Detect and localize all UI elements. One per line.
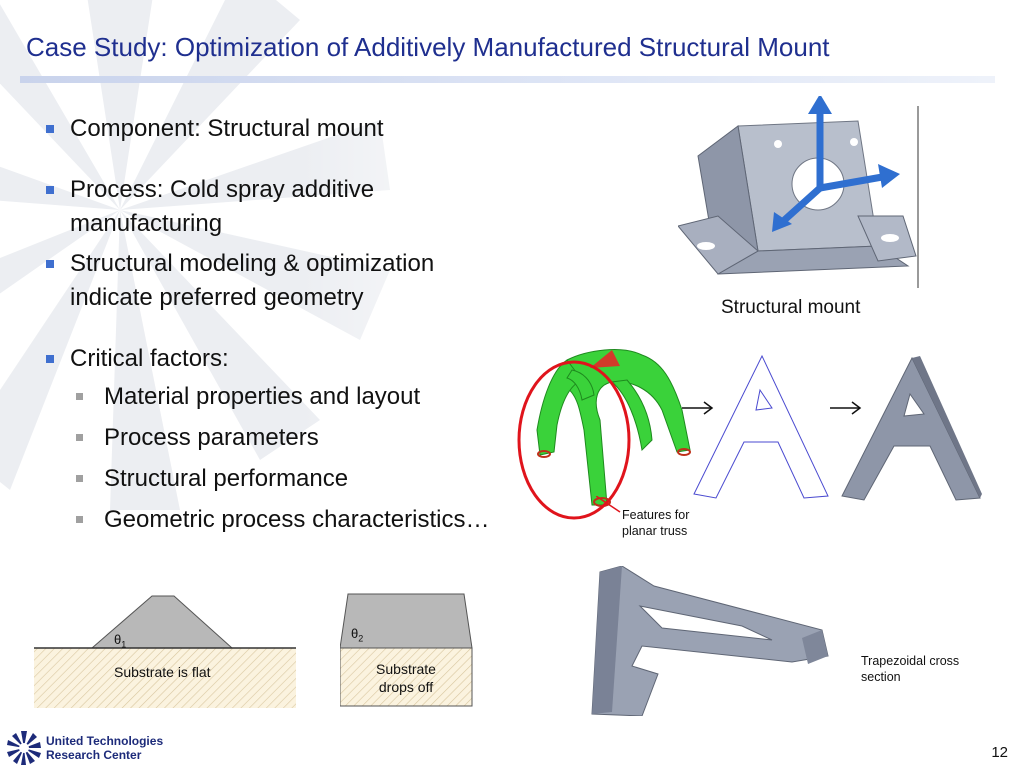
flat-label: Substrate is flat [114, 664, 211, 680]
sub-bullet-list: Material properties and layout Process p… [46, 380, 516, 537]
bullet-component: Component: Structural mount [46, 112, 516, 146]
theta1-subscript: 1 [121, 639, 127, 650]
trapezoidal-part-image [591, 566, 829, 716]
theta2-label: θ2 [351, 626, 363, 644]
truss-caption: Features for planar truss [622, 508, 690, 538]
arrow-right-icon-2 [830, 401, 862, 415]
callout-line [596, 496, 621, 513]
sub-bullet-geometric: Geometric process characteristics… [74, 503, 516, 537]
sub-bullet-structural-performance: Structural performance [74, 462, 516, 496]
trapezoid-caption: Trapezoidal cross section [861, 654, 960, 684]
theta1-symbol: θ [114, 632, 122, 647]
critical-factors-label: Critical factors: [70, 345, 229, 372]
sub-bullet-material: Material properties and layout [74, 380, 516, 414]
highlight-ellipse [517, 360, 631, 520]
bullet-list: Component: Structural mount Process: Col… [46, 112, 516, 544]
substrate-drop-diagram [340, 593, 473, 707]
mount-caption: Structural mount [721, 297, 861, 318]
substrate-flat-diagram [34, 595, 296, 708]
utrc-logo-text: United Technologies Research Center [46, 734, 163, 762]
theta2-subscript: 2 [358, 633, 364, 644]
drops-label: Substrate drops off [376, 661, 436, 695]
slide-title: Case Study: Optimization of Additively M… [26, 32, 830, 62]
utrc-logo-icon [7, 731, 41, 765]
arrow-right-icon [682, 401, 714, 415]
title-rule [20, 76, 995, 83]
bullet-critical-factors: Critical factors: [46, 342, 516, 376]
logo-line-1: United Technologies [46, 734, 164, 748]
bullet-process: Process: Cold spray additive manufacturi… [46, 173, 516, 241]
theta1-label: θ1 [114, 632, 126, 650]
theta2-symbol: θ [351, 626, 359, 641]
page-number: 12 [991, 744, 1008, 761]
logo-line-2: Research Center [46, 748, 142, 762]
structural-mount-image [678, 96, 919, 288]
optimized-truss-image [517, 349, 691, 520]
sub-bullet-process-parameters: Process parameters [74, 421, 516, 455]
solid-truss-image [841, 356, 982, 501]
truss-outline-image [693, 354, 829, 499]
bullet-modeling: Structural modeling & optimization indic… [46, 247, 516, 315]
